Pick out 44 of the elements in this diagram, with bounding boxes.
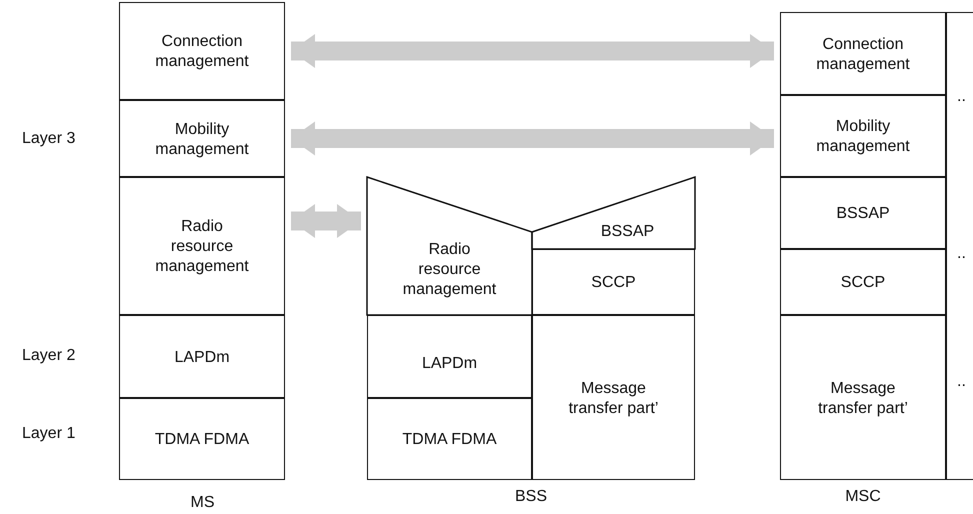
layer-name: LAPDm: [420, 354, 478, 374]
protocol-layer-box: [780, 95, 946, 177]
layer-name: Message transfer part’: [568, 378, 660, 418]
protocol-layer-box: [532, 315, 695, 480]
protocol-layer-box: [780, 12, 946, 95]
double-arrow: [291, 122, 774, 156]
ellipsis-text: ..: [957, 245, 966, 263]
protocol-layer-box: [119, 315, 285, 398]
protocol-layer-box: [367, 398, 532, 480]
protocol-layer-box: [119, 100, 285, 177]
stack-name: MS: [190, 494, 216, 512]
layer-name: SCCP: [840, 273, 886, 293]
stack-name: BSS: [514, 488, 548, 506]
double-arrow: [291, 34, 774, 68]
protocol-layer-box: [367, 315, 532, 398]
layer-name: TDMA FDMA: [401, 430, 498, 450]
protocol-layer-box: [532, 177, 695, 249]
protocol-layer-box: [367, 177, 532, 315]
double-arrow: [291, 204, 361, 238]
layer-name: LAPDm: [173, 348, 231, 368]
layer-name: Mobility management: [815, 117, 911, 157]
protocol-layer-box: [119, 2, 285, 100]
protocol-layer-box: [532, 249, 695, 315]
ellipsis-text: ..: [957, 373, 966, 391]
layer-name: Connection management: [815, 34, 911, 74]
stack-name: MSC: [844, 488, 882, 506]
protocol-layer-box: [780, 315, 946, 480]
protocol-layer-box: [119, 177, 285, 315]
protocol-layer-box: [119, 398, 285, 480]
layer-name: Radio resource management: [402, 240, 498, 300]
protocol-layer-box: [780, 249, 946, 315]
layer-name: SCCP: [590, 273, 637, 293]
layer-name: Mobility management: [154, 120, 250, 160]
layer-label: Layer 3: [22, 130, 76, 148]
layer-name: BSSAP: [600, 222, 656, 242]
layer-name: Radio resource management: [154, 217, 250, 277]
layer-name: Connection management: [154, 32, 250, 72]
layer-label: Layer 1: [22, 425, 76, 443]
layer-name: TDMA FDMA: [154, 430, 250, 450]
protocol-layer-box: [780, 177, 946, 249]
layer-label: Layer 2: [22, 347, 76, 365]
ellipsis-text: ..: [957, 88, 966, 106]
layer-name: BSSAP: [835, 204, 891, 224]
layer-name: Message transfer part’: [817, 378, 909, 418]
